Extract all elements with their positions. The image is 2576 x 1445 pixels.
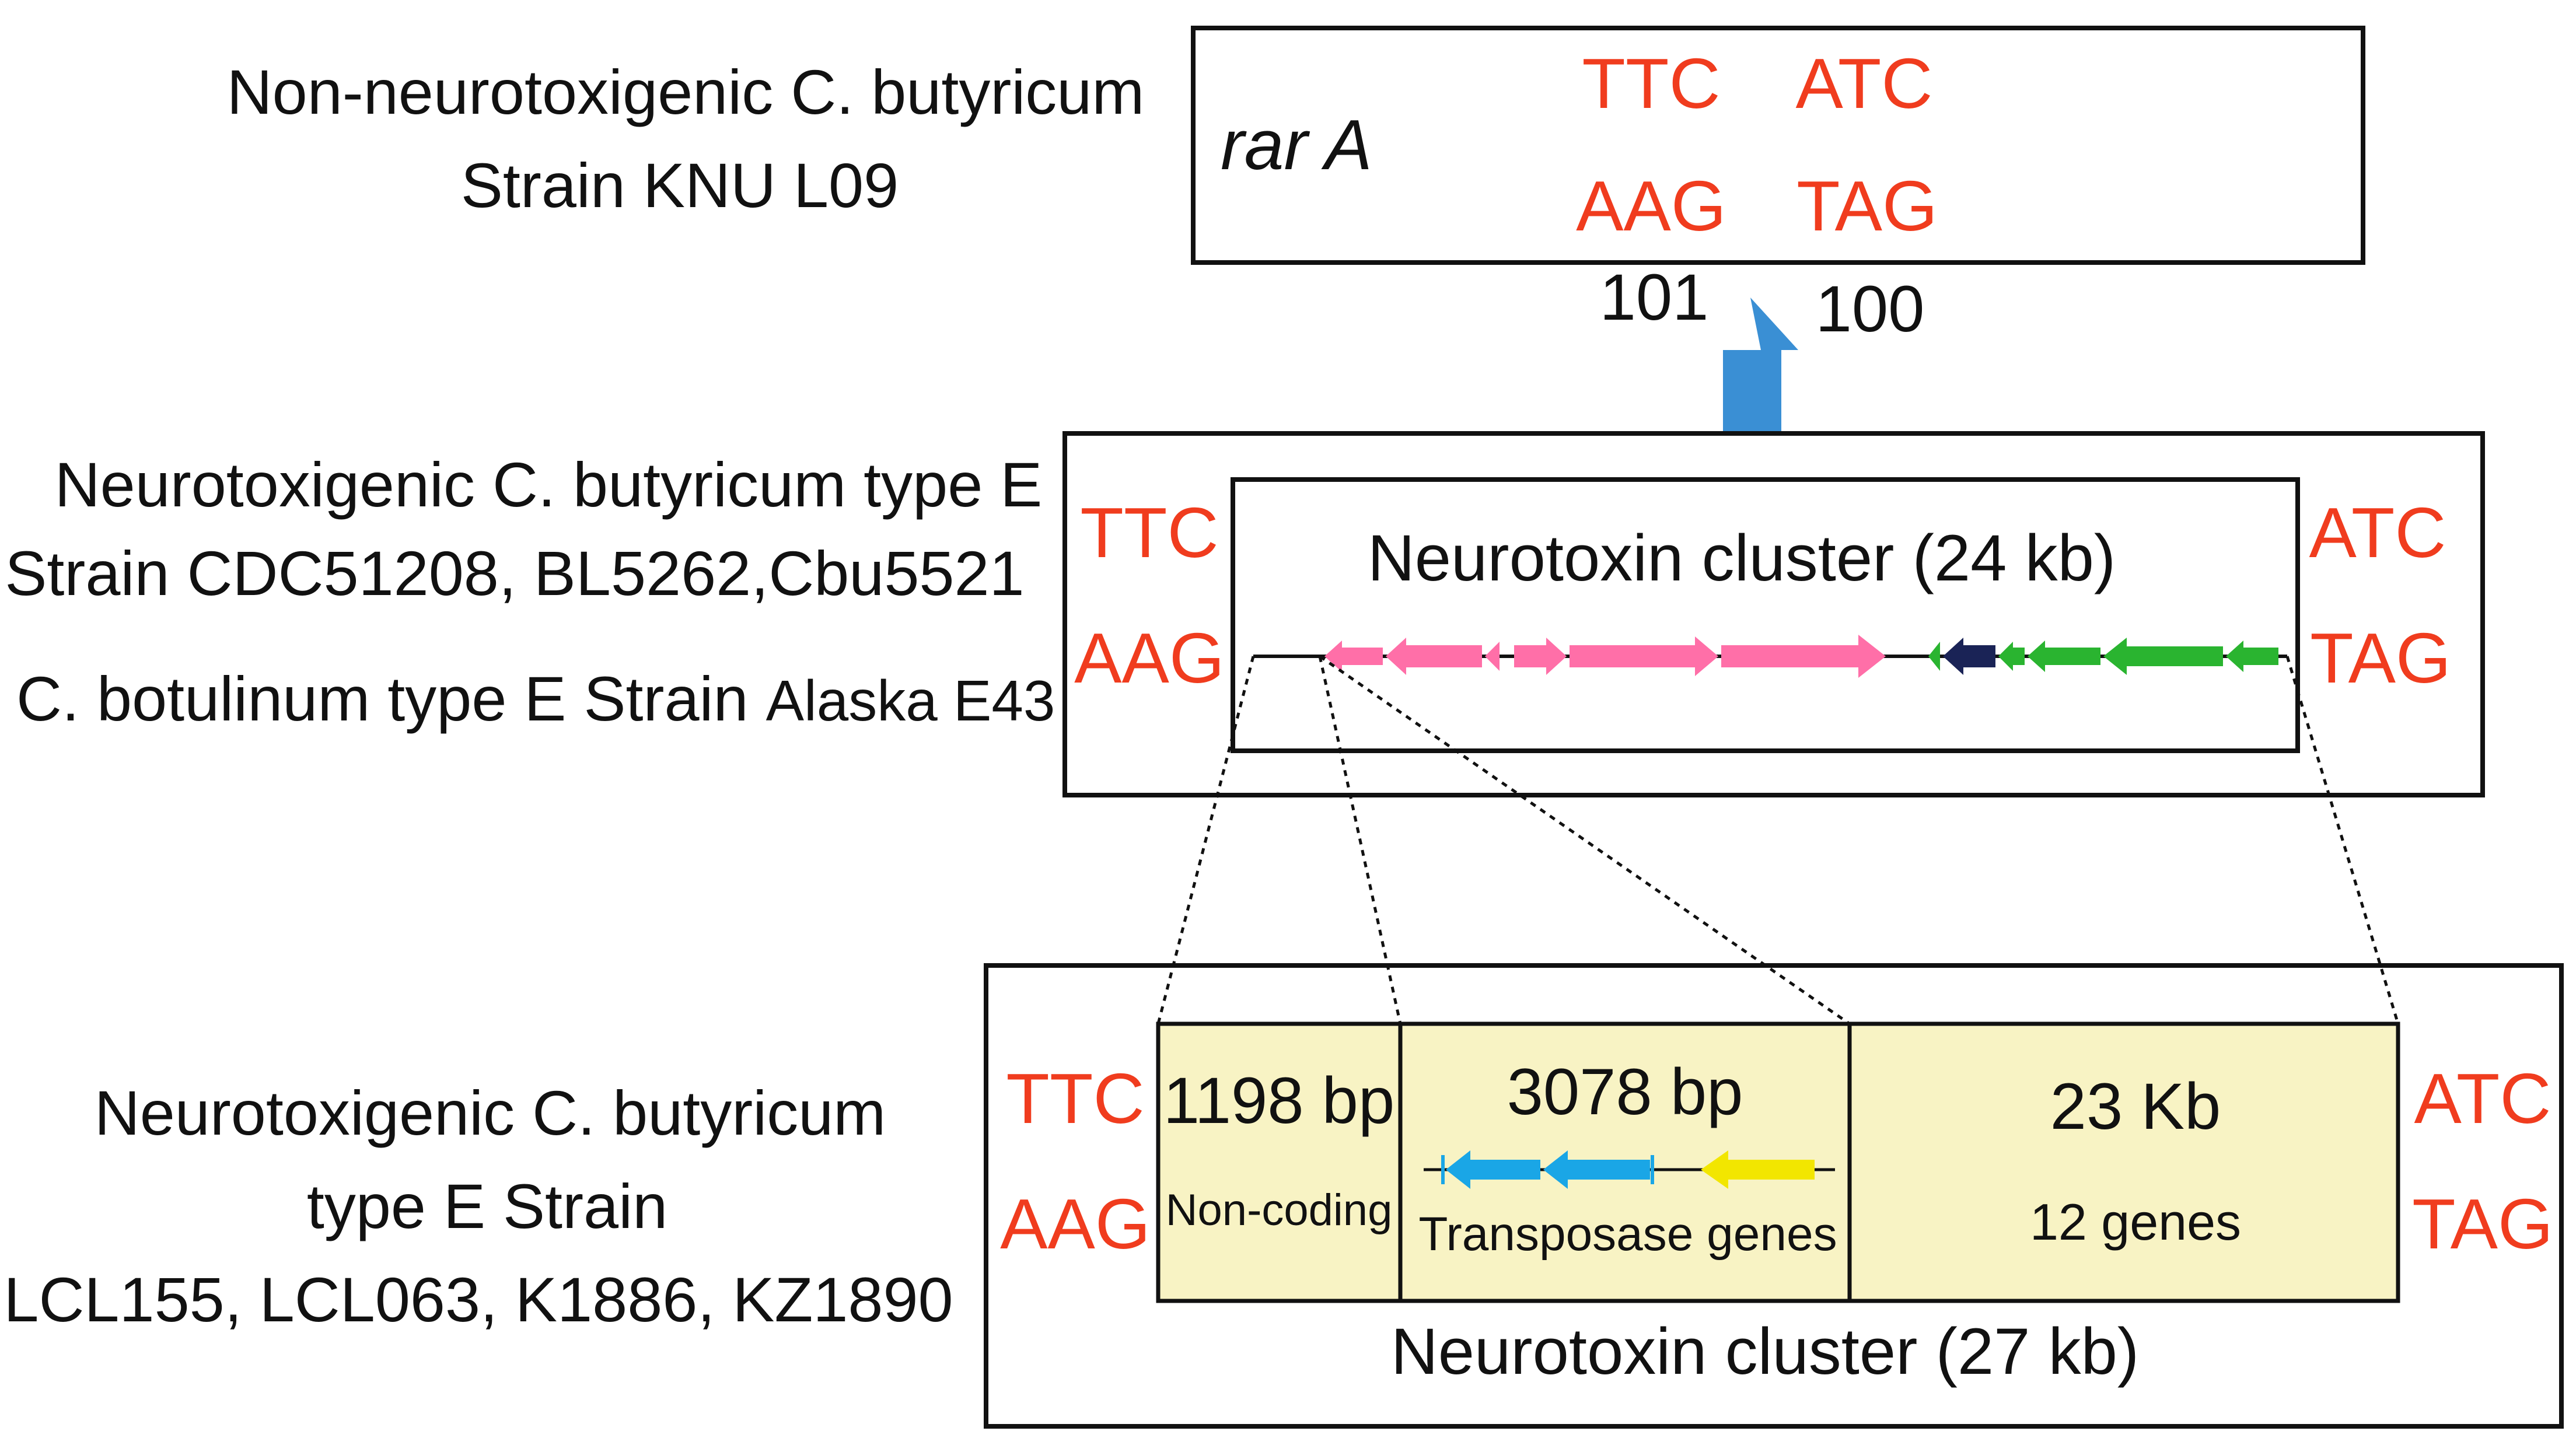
- pink-gene-arrow-3: [1485, 642, 1500, 671]
- middle-label-main: C. botulinum type E Strain: [16, 663, 766, 734]
- middle-strain-label-line1: Neurotoxigenic C. butyricum type E: [55, 449, 1043, 520]
- middle-codon-ttc: TTC: [1080, 493, 1218, 572]
- segment-genes-size: 23 Kb: [2050, 1070, 2221, 1143]
- pink-gene-arrow-6: [1721, 635, 1886, 678]
- segment-genes-desc: 12 genes: [2030, 1193, 2241, 1251]
- excision-up-arrow-icon: [1723, 298, 1798, 435]
- middle-strain-label-line2: Strain CDC51208, BL5262,Cbu5521: [5, 538, 1024, 608]
- middle-label-small: Alaska E43: [766, 669, 1055, 733]
- green-gene-arrow-2: [2028, 641, 2100, 672]
- middle-cluster-box: [1231, 477, 2300, 753]
- middle-codon-tag: TAG: [2310, 618, 2451, 698]
- top-position-101: 101: [1600, 261, 1709, 334]
- top-codon-tag: TAG: [1796, 166, 1938, 246]
- bottom-cluster-title: Neurotoxin cluster (27 kb): [1391, 1315, 2139, 1388]
- cyan-gene-arrow-1: [1446, 1150, 1540, 1189]
- bottom-codon-aag: AAG: [1000, 1184, 1151, 1264]
- top-strain-label-line1: Non-neurotoxigenic C. butyricum: [227, 57, 1145, 127]
- pink-gene-arrow-1: [1324, 641, 1383, 672]
- bottom-codon-tag: TAG: [2412, 1184, 2553, 1264]
- pink-gene-arrow-4: [1514, 638, 1567, 675]
- top-gene-name: rar A: [1221, 105, 1372, 184]
- bottom-codon-atc: ATC: [2414, 1059, 2551, 1138]
- bottom-codon-ttc: TTC: [1006, 1059, 1144, 1138]
- bottom-strain-label-line3: LCL155, LCL063, K1886, KZ1890: [4, 1264, 953, 1335]
- green-gene-arrow-3: [2103, 638, 2223, 675]
- top-gene-box: [1191, 26, 2365, 265]
- green-gene-arrow-1: [1998, 642, 2025, 671]
- bottom-strain-label-line1: Neurotoxigenic C. butyricum: [95, 1077, 886, 1148]
- middle-cluster-title: Neurotoxin cluster (24 kb): [1368, 522, 2116, 594]
- bottom-strain-label-line2: type E Strain: [307, 1171, 667, 1241]
- pink-gene-arrow-2: [1386, 638, 1482, 675]
- top-codon-aag: AAG: [1576, 166, 1726, 246]
- top-position-100: 100: [1816, 272, 1925, 345]
- green-gene-small: [1928, 642, 1940, 671]
- segment-transposase-size: 3078 bp: [1507, 1055, 1743, 1128]
- zoom-connector-lines: [1156, 655, 2400, 1026]
- green-gene-arrow-4: [2226, 641, 2278, 672]
- yellow-gene-arrow: [1701, 1150, 1815, 1189]
- top-codon-atc: ATC: [1796, 44, 1933, 123]
- middle-strain-label-line3: C. botulinum type E Strain Alaska E43: [16, 663, 1055, 734]
- segment-genes: [1847, 1021, 2400, 1303]
- segment-noncoding: [1156, 1021, 1403, 1303]
- pink-gene-arrow-5: [1570, 636, 1718, 676]
- middle-codon-atc: ATC: [2309, 493, 2446, 572]
- top-strain-label-line2: Strain KNU L09: [461, 150, 899, 221]
- top-codon-ttc: TTC: [1582, 44, 1720, 123]
- segment-noncoding-size: 1198 bp: [1163, 1064, 1395, 1137]
- segment-transposase-desc: Transposase genes: [1418, 1208, 1837, 1261]
- segment-noncoding-desc: Non-coding: [1166, 1185, 1393, 1235]
- navy-gene-arrow: [1943, 638, 1995, 675]
- cyan-gene-arrow-2: [1543, 1150, 1650, 1189]
- middle-outer-box: [1062, 431, 2485, 797]
- bottom-outer-box: [984, 963, 2564, 1429]
- middle-codon-aag: AAG: [1074, 618, 1225, 698]
